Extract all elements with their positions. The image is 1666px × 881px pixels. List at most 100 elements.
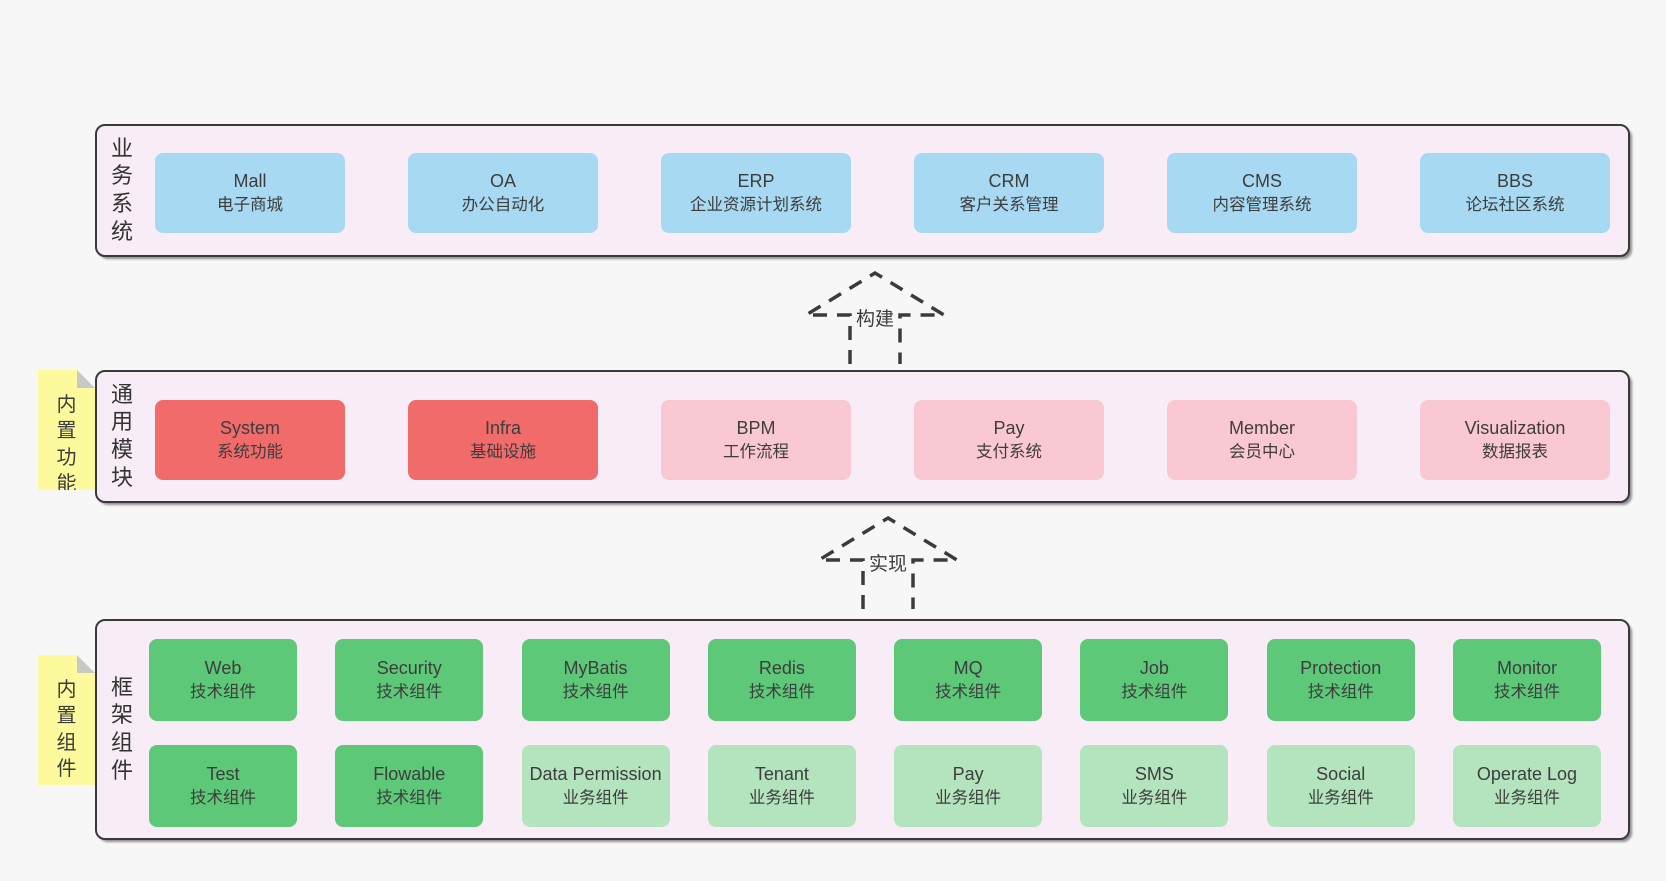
box-title: BBS [1496,170,1534,191]
box-subtitle: 客户关系管理 [959,196,1059,215]
box-subtitle: 技术组件 [376,789,443,808]
arrow-build: 构建 [803,270,947,364]
box-title: Job [1139,658,1169,679]
modules-box-row: System 系统功能 Infra 基础设施 BPM 工作流程 Pay 支付系统… [155,400,1610,480]
box-subtitle: 办公自动化 [461,196,545,215]
sticky-note-builtin-features: 内置功能 [38,370,95,490]
box-subtitle: 业务组件 [935,789,1002,808]
box-subtitle: 技术组件 [1307,683,1374,702]
box-subtitle: 基础设施 [470,443,536,462]
box-title: Test [206,764,240,785]
box-pay-component: Pay 业务组件 [894,745,1043,827]
box-subtitle: 系统功能 [217,443,283,462]
arrow-implement: 实现 [816,515,960,609]
box-data-permission: Data Permission 业务组件 [521,745,670,827]
box-member: Member 会员中心 [1167,400,1357,480]
sticky-note-builtin-components: 内置组件 [38,655,95,785]
box-subtitle: 业务组件 [748,789,815,808]
box-title: MQ [953,658,983,679]
box-subtitle: 支付系统 [976,443,1042,462]
box-subtitle: 数据报表 [1482,443,1548,462]
up-arrow-icon [803,270,947,364]
box-title: Member [1228,417,1295,438]
box-title: SMS [1134,764,1174,785]
box-title: Monitor [1496,658,1557,679]
box-subtitle: 业务组件 [1493,789,1560,808]
box-mall: Mall 电子商城 [155,153,345,233]
box-subtitle: 内容管理系统 [1212,196,1312,215]
box-subtitle: 技术组件 [748,683,815,702]
box-title: Redis [758,658,805,679]
box-monitor: Monitor 技术组件 [1452,639,1601,721]
layer-framework-components: 框架组件 Web 技术组件 Security 技术组件 MyBatis 技术组件… [95,619,1630,840]
box-tenant: Tenant 业务组件 [707,745,856,827]
box-erp: ERP 企业资源计划系统 [661,153,851,233]
box-subtitle: 技术组件 [562,683,629,702]
box-title: MyBatis [563,658,628,679]
box-redis: Redis 技术组件 [707,639,856,721]
layer-label-components: 框架组件 [110,674,133,784]
box-security: Security 技术组件 [335,639,484,721]
box-title: CMS [1242,170,1282,191]
box-cms: CMS 内容管理系统 [1167,153,1357,233]
box-title: Social [1316,764,1366,785]
box-subtitle: 工作流程 [723,443,789,462]
box-infra: Infra 基础设施 [408,400,598,480]
box-title: OA [489,170,516,191]
box-title: Operate Log [1476,764,1577,785]
box-bpm: BPM 工作流程 [661,400,851,480]
box-title: Mall [233,170,267,191]
box-title: Tenant [754,764,809,785]
box-subtitle: 技术组件 [190,683,256,702]
box-subtitle: 企业资源计划系统 [690,196,822,215]
box-title: Flowable [373,764,446,785]
box-title: Infra [484,417,522,438]
box-bbs: BBS 论坛社区系统 [1420,153,1610,233]
box-subtitle: 会员中心 [1229,443,1295,462]
note-label: 内置组件 [56,679,77,781]
box-sms: SMS 业务组件 [1080,745,1229,827]
arrow-implement-label: 实现 [865,548,911,577]
box-subtitle: 技术组件 [376,683,443,702]
box-subtitle: 技术组件 [1493,683,1560,702]
box-title: System [219,417,280,438]
box-web: Web 技术组件 [149,639,297,721]
box-oa: OA 办公自动化 [408,153,598,233]
box-mybatis: MyBatis 技术组件 [521,639,670,721]
folded-corner-icon [77,370,95,388]
box-title: Data Permission [529,764,662,785]
box-title: Protection [1300,658,1382,679]
box-title: Pay [993,417,1025,438]
arrow-build-label: 构建 [852,303,898,332]
box-visualization: Visualization 数据报表 [1420,400,1610,480]
box-title: ERP [737,170,775,191]
box-title: BPM [736,417,776,438]
box-subtitle: 业务组件 [1307,789,1374,808]
business-box-row: Mall 电子商城 OA 办公自动化 ERP 企业资源计划系统 CRM 客户关系… [155,153,1610,233]
box-title: Visualization [1464,417,1566,438]
box-subtitle: 技术组件 [190,789,256,808]
box-title: CRM [988,170,1030,191]
layer-business-systems: 业务系统 Mall 电子商城 OA 办公自动化 ERP 企业资源计划系统 CRM… [95,124,1630,257]
layer-label-business: 业务系统 [110,135,133,245]
components-row-1: Web 技术组件 Security 技术组件 MyBatis 技术组件 Redi… [149,639,1601,721]
box-title: Security [376,658,442,679]
box-subtitle: 技术组件 [935,683,1002,702]
box-mq: MQ 技术组件 [894,639,1043,721]
box-title: Web [204,658,242,679]
note-label: 内置功能 [56,394,77,496]
up-arrow-icon [816,515,960,609]
layer-label-modules: 通用模块 [110,381,133,491]
folded-corner-icon [77,655,95,673]
box-test: Test 技术组件 [149,745,297,827]
box-protection: Protection 技术组件 [1266,639,1415,721]
box-system: System 系统功能 [155,400,345,480]
box-job: Job 技术组件 [1080,639,1229,721]
box-flowable: Flowable 技术组件 [335,745,484,827]
layer-common-modules: 通用模块 System 系统功能 Infra 基础设施 BPM 工作流程 Pay… [95,370,1630,503]
box-subtitle: 业务组件 [1121,789,1188,808]
components-row-2: Test 技术组件 Flowable 技术组件 Data Permission … [149,745,1601,827]
box-subtitle: 论坛社区系统 [1465,196,1565,215]
box-pay-module: Pay 支付系统 [914,400,1104,480]
box-subtitle: 电子商城 [217,196,283,215]
